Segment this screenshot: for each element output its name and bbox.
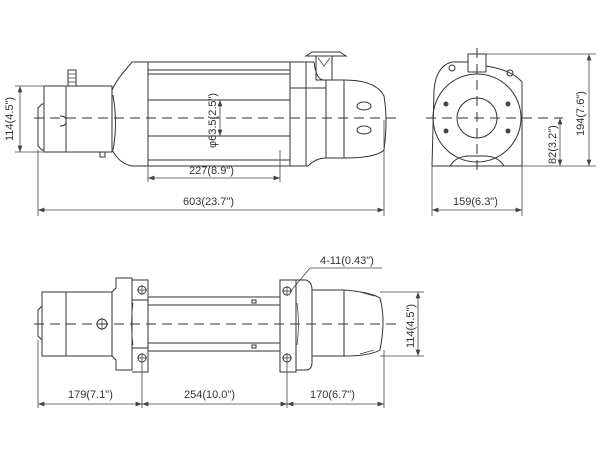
dim-end-height: 194(7.6") — [575, 91, 587, 136]
dim-motor-height: 114(4.5") — [4, 97, 16, 141]
end-view: 194(7.6") 82(3.2") 159(6.3") — [426, 48, 596, 216]
dim-gearbox-height: 114(4.5") — [405, 304, 417, 348]
footer-cutoff-text — [0, 443, 600, 450]
dim-mounting-holes: 4-11(0.43") — [320, 255, 374, 267]
dim-motor-offset: 179(7.1") — [68, 389, 113, 401]
dim-overall-length: 603(23.7") — [183, 196, 234, 208]
dim-mount-spacing: 254(10.0") — [184, 389, 235, 401]
top-view: 4-11(0.43") 114(4.5") 179(7.1") 254(10.0… — [34, 255, 424, 408]
dim-end-width: 159(6.3") — [453, 196, 498, 208]
side-view: 114(4.5") φ63.5(2.5") 227(8.9") 603(23.7… — [4, 51, 396, 216]
dim-drum-length: 227(8.9") — [189, 165, 234, 177]
dim-gearbox-length: 170(6.7") — [310, 389, 355, 401]
dim-drum-diameter: φ63.5(2.5") — [207, 93, 219, 148]
dim-centerline-height: 82(3.2") — [547, 125, 559, 164]
